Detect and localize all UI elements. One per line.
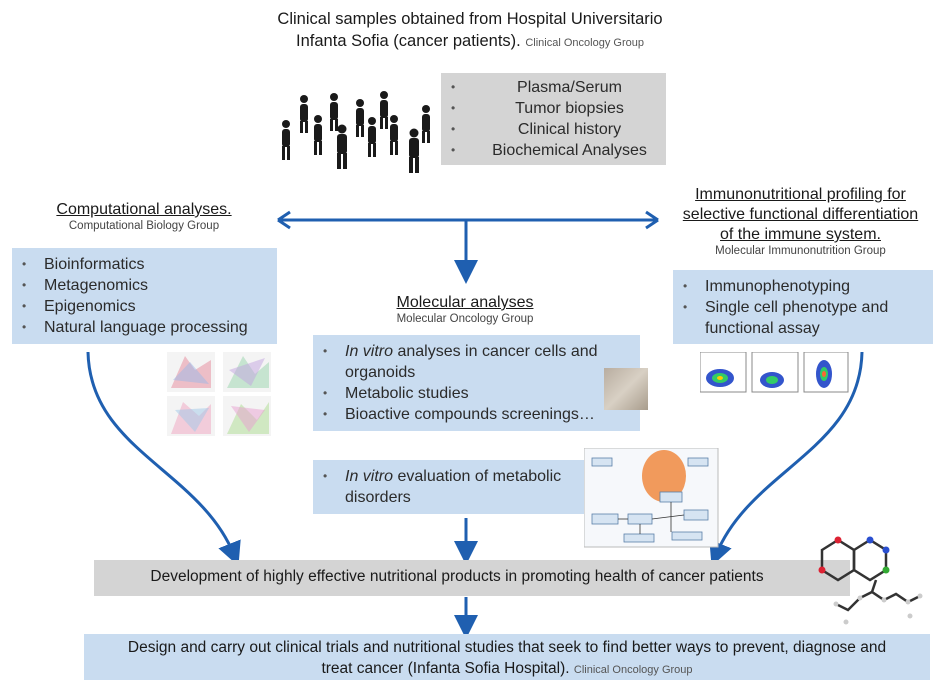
computational-group: Computational Biology Group	[68, 220, 220, 232]
immuno-item: Immunophenotyping	[673, 276, 933, 297]
molecular-heading: Molecular analyses	[396, 294, 534, 311]
microscopy-image	[604, 368, 648, 410]
molecular-group: Molecular Oncology Group	[396, 313, 534, 325]
samples-box: Plasma/Serum Tumor biopsies Clinical his…	[441, 73, 666, 165]
sample-item: Clinical history	[441, 119, 666, 140]
top-group-label: Clinical Oncology Group	[525, 37, 644, 49]
molecular-item: Bioactive compounds screenings…	[313, 404, 640, 425]
computational-heading: Computational analyses.	[56, 201, 232, 218]
patients-crowd-icon	[282, 91, 430, 173]
curve-arrow-right	[709, 351, 864, 567]
in-vitro-label: In vitro	[345, 343, 394, 360]
computational-item: Natural language processing	[12, 317, 277, 338]
immuno-heading-line3: of the immune system.	[720, 226, 881, 243]
top-title-line2: Infanta Sofia (cancer patients).	[296, 32, 521, 50]
clinical-trials-banner: Design and carry out clinical trials and…	[84, 634, 930, 680]
computational-plots-image	[167, 352, 271, 436]
computational-item: Metagenomics	[12, 275, 277, 296]
molecular-box: In vitro analyses in cancer cells and or…	[313, 335, 640, 431]
development-text: Development of highly effective nutritio…	[150, 568, 764, 585]
molecular-item: In vitro analyses in cancer cells and or…	[313, 341, 625, 383]
immuno-item: Single cell phenotype and functional ass…	[673, 297, 933, 339]
curve-arrow-left	[86, 351, 241, 567]
computational-item: Epigenomics	[12, 296, 277, 317]
immuno-box: Immunophenotyping Single cell phenotype …	[673, 270, 933, 344]
sample-item: Biochemical Analyses	[441, 140, 666, 161]
computational-item: Bioinformatics	[12, 254, 277, 275]
in-vitro-label: In vitro	[345, 468, 394, 485]
sample-item: Tumor biopsies	[441, 98, 666, 119]
trials-line2: treat cancer (Infanta Sofia Hospital).	[321, 660, 570, 677]
molecule-structure-image	[818, 536, 923, 625]
immuno-header: Immunonutritional profiling for selectiv…	[668, 185, 933, 257]
computational-header: Computational analyses. Computational Bi…	[20, 200, 268, 232]
flow-cytometry-image	[700, 352, 849, 393]
right-arrowhead	[645, 210, 659, 230]
computational-box: Bioinformatics Metagenomics Epigenomics …	[12, 248, 277, 344]
top-title: Clinical samples obtained from Hospital …	[210, 8, 730, 54]
sample-item: Plasma/Serum	[441, 77, 666, 98]
immuno-heading-line2: selective functional differentiation	[682, 206, 919, 223]
development-banner: Development of highly effective nutritio…	[94, 560, 850, 596]
immuno-group: Molecular Immunonutrition Group	[715, 245, 886, 257]
metabolic-box: In vitro evaluation of metabolic disorde…	[313, 460, 588, 514]
metabolic-item: In vitro evaluation of metabolic disorde…	[313, 466, 570, 508]
trials-line1: Design and carry out clinical trials and…	[127, 639, 887, 656]
molecular-header: Molecular analyses Molecular Oncology Gr…	[330, 293, 600, 325]
immuno-heading-line1: Immunonutritional profiling for	[695, 186, 906, 203]
trials-group: Clinical Oncology Group	[573, 664, 693, 676]
left-arrowhead	[277, 210, 291, 230]
top-title-line1: Clinical samples obtained from Hospital …	[277, 10, 663, 28]
metabolic-pathway-image	[584, 448, 719, 548]
molecular-item: Metabolic studies	[313, 383, 640, 404]
